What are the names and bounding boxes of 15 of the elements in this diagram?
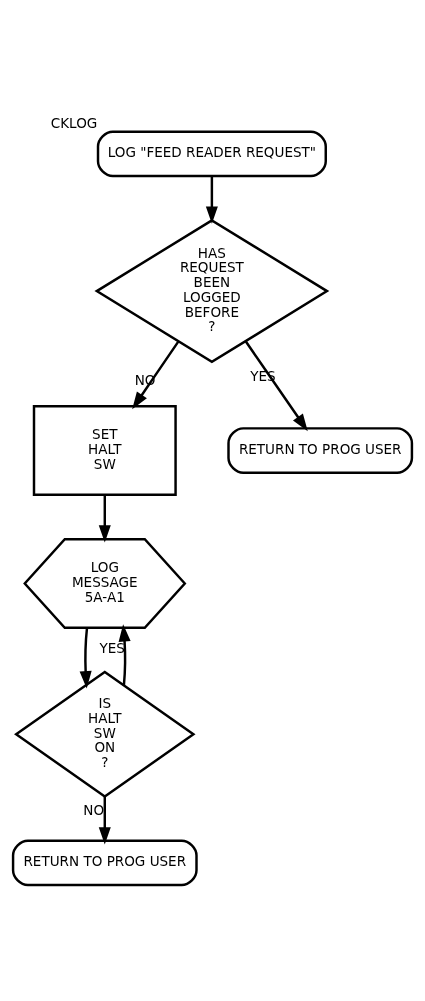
arrow (132, 340, 180, 409)
edge-label: NO (83, 801, 105, 818)
node-box: SET HALT SW (32, 404, 177, 496)
arrow (98, 796, 111, 844)
arrow (98, 494, 111, 542)
node-box: RETURN TO PROG USER (11, 839, 198, 886)
node-box: RETURN TO PROG USER (227, 426, 414, 474)
arrow (118, 623, 131, 685)
node-label: CKLOG (50, 114, 98, 131)
edge-label: YES (99, 639, 125, 656)
node-box: LOG "FEED READER REQUEST" (96, 129, 327, 177)
node-diamond: HAS REQUEST BEEN LOGGED BEFORE ? (94, 218, 330, 363)
arrow (79, 627, 92, 688)
arrow (244, 340, 308, 431)
arrow (205, 175, 218, 224)
